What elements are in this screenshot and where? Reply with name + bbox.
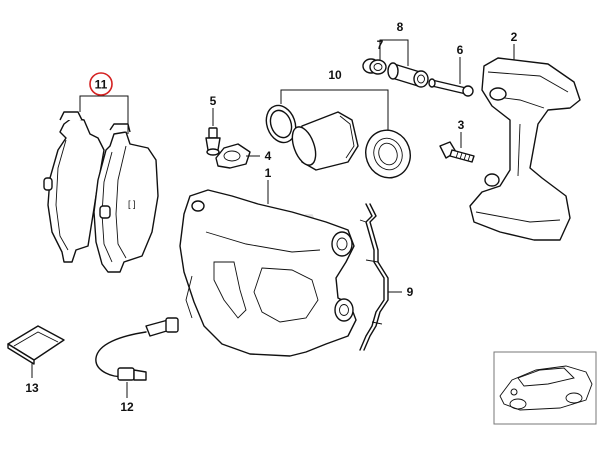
part-label-1[interactable]: 1 — [265, 166, 272, 180]
part-label-11[interactable]: 11 — [95, 78, 108, 92]
part-10-leader — [280, 89, 389, 130]
part-10-piston-repair-kit-drawing[interactable] — [261, 101, 417, 184]
part-5-bleeder-screw-drawing[interactable] — [205, 127, 221, 156]
part-3-bolt-drawing[interactable] — [439, 141, 475, 163]
part-label-13[interactable]: 13 — [25, 381, 39, 395]
car-locator-inset — [493, 351, 597, 425]
part-4-cap-drawing[interactable] — [215, 143, 251, 169]
part-6-guide-pin-drawing[interactable] — [428, 78, 474, 97]
part-13-grease-packet-drawing[interactable] — [7, 325, 65, 365]
part-12-wear-sensor-drawing[interactable] — [95, 317, 179, 381]
svg-text:[ ]: [ ] — [128, 199, 136, 209]
part-label-9[interactable]: 9 — [407, 285, 414, 299]
part-label-3[interactable]: 3 — [458, 118, 465, 132]
part-label-10[interactable]: 10 — [328, 68, 342, 82]
part-2-caliper-carrier-drawing[interactable] — [469, 57, 581, 241]
part-11-brake-pads-drawing[interactable]: [ ] — [43, 111, 159, 273]
part-label-7[interactable]: 7 — [377, 38, 384, 52]
part-9-anti-rattle-spring-drawing[interactable] — [359, 203, 389, 351]
part-7-dust-boot-drawing[interactable] — [362, 58, 387, 75]
part-label-2[interactable]: 2 — [511, 30, 518, 44]
part-label-5[interactable]: 5 — [210, 94, 217, 108]
part-8-guide-bushing-drawing[interactable] — [387, 62, 429, 88]
part-label-8[interactable]: 8 — [397, 20, 404, 34]
part-label-6[interactable]: 6 — [457, 43, 464, 57]
part-label-4[interactable]: 4 — [265, 149, 272, 163]
part-label-12[interactable]: 12 — [120, 400, 134, 414]
part-11-leader — [79, 95, 129, 134]
part-8-leader — [379, 39, 409, 66]
part-11-highlight-circle — [89, 72, 113, 96]
part-1-caliper-housing-drawing[interactable] — [179, 189, 357, 357]
